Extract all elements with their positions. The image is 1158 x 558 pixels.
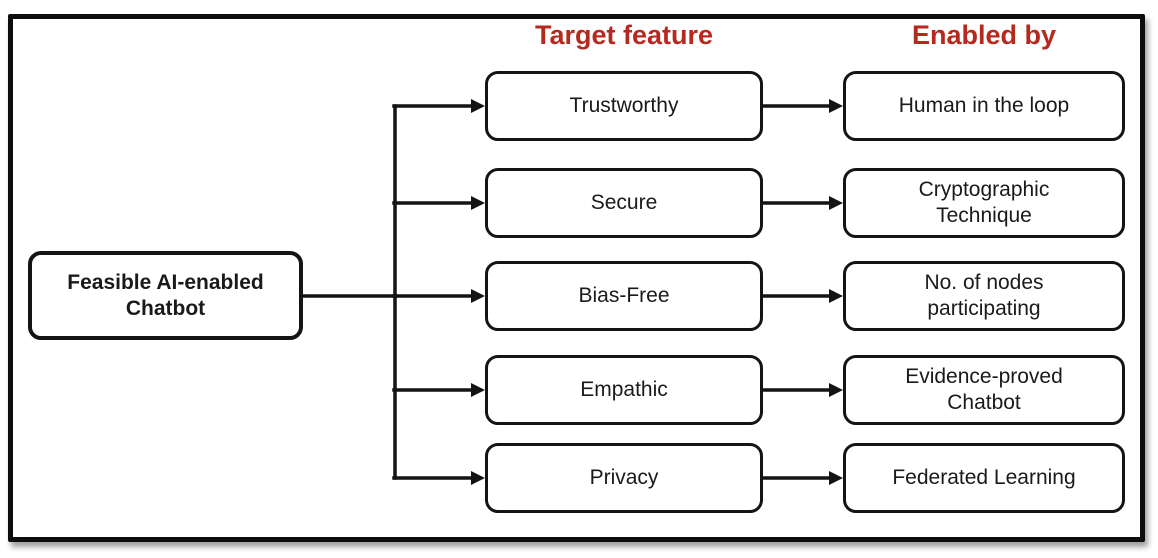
node-enabler-evidence-proved-chatbot: Evidence-proved Chatbot	[843, 355, 1125, 425]
node-feature-bias-free: Bias-Free	[485, 261, 763, 331]
node-feature-privacy: Privacy	[485, 443, 763, 513]
node-enabler-cryptographic-technique: Cryptographic Technique	[843, 168, 1125, 238]
node-feature-trustworthy: Trustworthy	[485, 71, 763, 141]
node-enabler-human-in-the-loop: Human in the loop	[843, 71, 1125, 141]
node-enabler-federated-learning: Federated Learning	[843, 443, 1125, 513]
column-header-enabled-by: Enabled by	[911, 20, 1057, 50]
node-feature-empathic: Empathic	[485, 355, 763, 425]
node-feature-secure: Secure	[485, 168, 763, 238]
node-enabler-no-of-nodes-participating: No. of nodes participating	[843, 261, 1125, 331]
node-root-feasible-ai-chatbot: Feasible AI-enabled Chatbot	[28, 251, 303, 340]
column-header-target-feature: Target feature	[534, 20, 714, 50]
